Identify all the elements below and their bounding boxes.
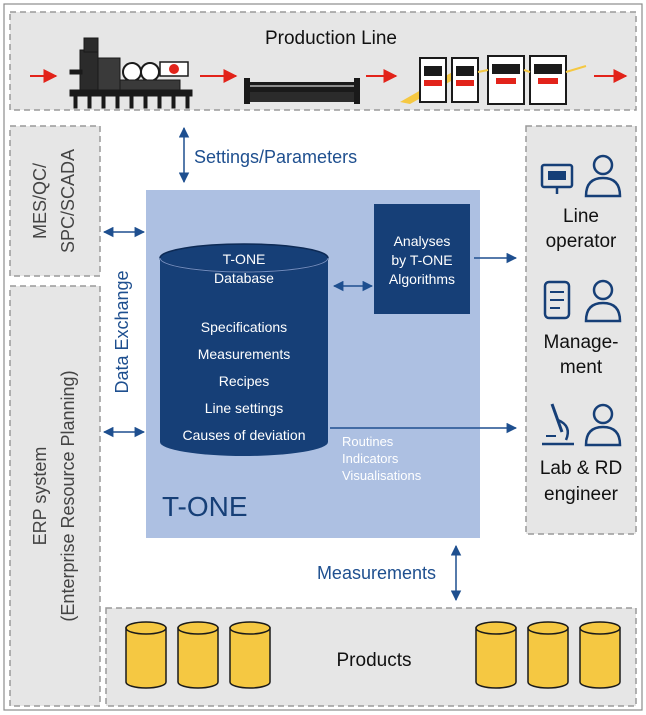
measurements-label: Measurements [317,563,436,583]
database-item: Measurements [198,346,291,362]
settings-label: Settings/Parameters [194,147,357,167]
microscope-icon [542,403,574,446]
product-roll-icon [475,621,517,689]
database-title-line1: T-ONE [223,251,266,267]
mes-panel: MES/QC/ SPC/SCADA [9,125,101,277]
lab-line1: Lab & RD [540,458,622,479]
person-icon [584,154,622,198]
mes-label-line2: SPC/SCADA [58,149,78,253]
machine-2-icon [244,78,360,104]
outputs-line1: Routines [342,434,394,449]
product-rolls [125,621,621,689]
outputs-line3: Visualisations [342,468,422,483]
management-line1: Manage- [544,332,619,353]
tone-label: T-ONE [162,491,248,522]
machine-1-icon [69,37,193,109]
mes-label-line1: MES/QC/ [30,163,50,239]
product-roll-icon [527,621,569,689]
erp-panel: ERP system (Enterprise Resource Planning… [9,285,101,707]
product-roll-icon [177,621,219,689]
users-panel: Line operator Manage- ment Lab & RD engi… [525,125,637,535]
database-item: Recipes [219,373,270,389]
product-roll-icon [125,621,167,689]
database-item: Specifications [201,319,287,335]
product-roll-icon [579,621,621,689]
machine-3-icon [400,55,587,105]
production-line-title: Production Line [265,28,397,49]
erp-label-line1: ERP system [30,447,50,546]
lab-line2: engineer [544,484,619,505]
mobile-phone-icon [543,280,571,320]
production-line-panel: Production Line [9,11,637,111]
database-item: Line settings [205,400,284,416]
line-operator-line2: operator [546,231,617,252]
person-icon [584,279,622,323]
analyses-box [374,204,470,314]
analyses-line2: by T-ONE [391,252,452,268]
monitor-icon [540,163,574,194]
database-item: Causes of deviation [183,427,306,443]
outer-frame [3,3,643,711]
product-roll-icon [229,621,271,689]
database-title-line2: Database [214,270,274,286]
erp-label-line2: (Enterprise Resource Planning) [58,370,78,621]
analyses-line1: Analyses [394,233,451,249]
data-exchange-label: Data Exchange [112,270,132,393]
analyses-line3: Algorithms [389,271,455,287]
management-line2: ment [560,357,603,378]
person-icon [584,403,622,447]
outputs-line2: Indicators [342,451,399,466]
database-cylinder [159,243,329,456]
products-label: Products [337,650,412,671]
line-operator-line1: Line [563,206,599,227]
